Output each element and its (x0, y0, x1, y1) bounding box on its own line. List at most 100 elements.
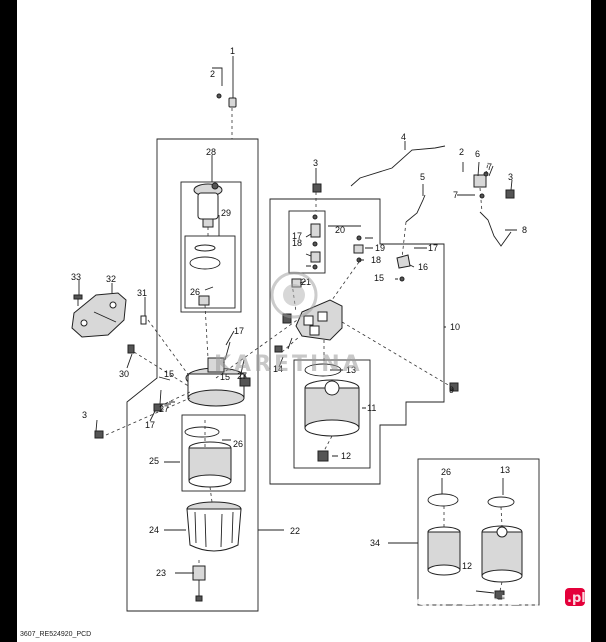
callout-label: 28 (206, 147, 216, 157)
group-22-outline (126, 138, 259, 612)
callout-label: 1 (230, 46, 235, 56)
callout-label: 26 (441, 467, 451, 477)
callout-label: 21 (301, 277, 311, 287)
callout-label: 6 (475, 149, 480, 159)
fuel-line-part-5 (405, 194, 426, 223)
callout-label: 27 (159, 404, 169, 414)
bolt-part-3-left (94, 430, 104, 439)
bolt-part-30 (127, 344, 135, 354)
callout-label: 33 (71, 272, 81, 282)
sprzedajemy-logo: sprzedajemy .pl (416, 588, 586, 614)
group-34-outline (417, 458, 540, 606)
dashed-connection-lines (105, 108, 503, 592)
water-sensor-part-23 (192, 565, 206, 602)
callout-label: 12 (462, 561, 472, 571)
group-29-inner-box (184, 235, 236, 309)
callout-label: 10 (450, 322, 460, 332)
callout-label: 18 (371, 255, 381, 265)
callout-label: 30 (119, 369, 129, 379)
primer-pump-part-28 (193, 182, 223, 228)
callout-label: 16 (418, 262, 428, 272)
callout-label: 22 (290, 526, 300, 536)
callout-label: 13 (500, 465, 510, 475)
callout-label: 34 (370, 538, 380, 548)
group-28-box (180, 181, 242, 313)
kit-filter-part-13 (481, 525, 523, 583)
callout-label: 27 (237, 371, 247, 381)
fitting-part-6 (473, 174, 487, 188)
callout-label: 19 (375, 243, 385, 253)
callout-label: 4 (401, 132, 406, 142)
callout-label: 25 (149, 456, 159, 466)
callout-label: 5 (420, 172, 425, 182)
fuel-line-part-4 (350, 145, 446, 187)
fitting-part-9 (449, 382, 459, 392)
kit-o-ring-part-26 (427, 493, 459, 507)
callout-label: 18 (292, 238, 302, 248)
drain-part-12 (317, 450, 329, 462)
callout-label: 15 (374, 273, 384, 283)
callout-label: 23 (156, 568, 166, 578)
group-11-box (293, 359, 371, 469)
group-10-outline (269, 198, 445, 485)
bolt-part-3-middle (312, 183, 322, 193)
fittings-part-17-19-18 (353, 235, 364, 263)
callout-label: 11 (367, 403, 376, 413)
filter-bowl-part-24 (186, 501, 242, 552)
o-ring-part-26-lower (184, 426, 220, 438)
kit-o-ring-part-13 (487, 496, 515, 508)
callout-label: 7 (453, 190, 458, 200)
callout-label: 7 (487, 162, 492, 172)
kit-filter-element-26 (427, 526, 461, 576)
filter-element-part-25 (188, 441, 232, 488)
fitting-part-16 (396, 254, 411, 269)
bolt-part-3-right (505, 189, 515, 199)
group-20-box (288, 210, 326, 274)
footer-code: 3607_RE524920_PCD (20, 631, 91, 638)
fuel-filter-part-11 (304, 379, 360, 437)
callout-label: 20 (335, 225, 345, 235)
callout-label: 3 (508, 172, 513, 182)
bracket-part-32 (71, 292, 127, 338)
callout-label: 15 (164, 369, 174, 379)
callout-label: 12 (341, 451, 351, 461)
callout-label: 9 (449, 385, 454, 395)
callout-label: 8 (522, 225, 527, 235)
callout-label: 2 (210, 69, 215, 79)
callout-label: 17 (292, 231, 302, 241)
pin-part-31 (140, 315, 147, 325)
fuel-line-part-8 (479, 211, 512, 247)
bolt-part-33 (73, 294, 83, 306)
group-25-box (181, 414, 246, 492)
callout-label: 17 (234, 326, 244, 336)
callout-label: 17 (428, 243, 438, 253)
callout-label: 32 (106, 274, 116, 284)
callout-label: 24 (149, 525, 159, 535)
callout-label: 14 (273, 364, 283, 374)
watermark-emblem (270, 271, 318, 319)
callout-label: 17 (145, 420, 155, 430)
leader-lines (78, 56, 517, 594)
washer-part-15-right (399, 276, 405, 282)
washer-part-7b (479, 193, 485, 199)
callout-label: 2 (459, 147, 464, 157)
watermark: KARETINA (214, 352, 363, 377)
callout-label: 15 (220, 372, 230, 382)
callout-label: 13 (346, 365, 356, 375)
fuel-manifold-part-10 (274, 299, 343, 353)
fitting-part-17-left (153, 403, 162, 412)
callout-label: 3 (82, 410, 87, 420)
svg-text:.pl: .pl (567, 591, 586, 606)
callout-label: 3 (313, 158, 318, 168)
fittings-part-20 (310, 214, 321, 270)
callout-label: 26 (190, 287, 200, 297)
callout-label: 26 (233, 439, 243, 449)
bolt-part-1 (216, 93, 237, 108)
o-ring-part-26-upper (189, 256, 221, 270)
valve-part-under-28 (198, 295, 210, 306)
callout-label: 29 (221, 208, 231, 218)
kit-drain-part-12 (494, 590, 505, 600)
